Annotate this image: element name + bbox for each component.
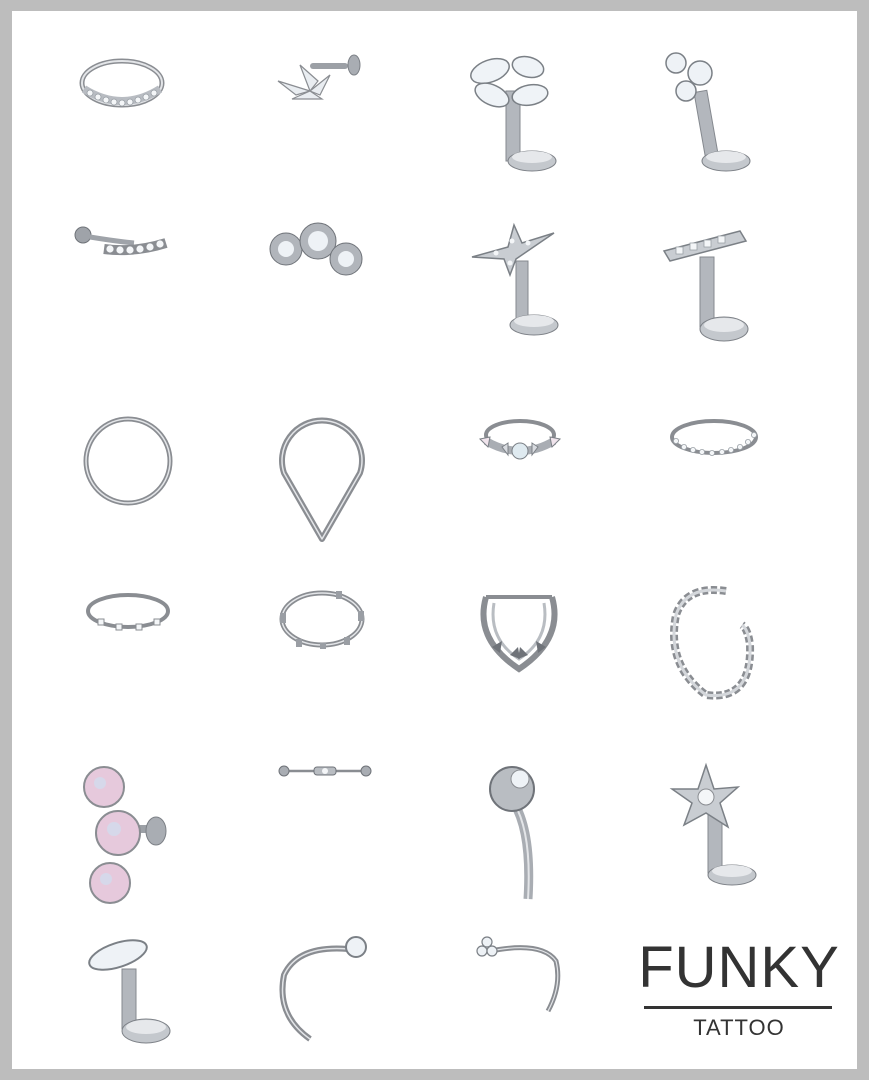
bamboo-ring[interactable] xyxy=(276,585,368,655)
gem-set-clicker[interactable] xyxy=(82,589,174,639)
curved-gem-barbell[interactable] xyxy=(74,223,170,259)
logo-sub-text: TATTOO xyxy=(693,1015,785,1040)
opal-spike-clicker[interactable] xyxy=(474,413,566,473)
marquise-labret[interactable] xyxy=(82,935,174,1047)
trinity-nose-screw[interactable] xyxy=(472,935,568,1015)
star-gem-labret[interactable] xyxy=(666,762,762,893)
belly-gem-barbell[interactable] xyxy=(488,763,568,900)
teardrop-hinged-ring[interactable] xyxy=(276,415,368,545)
eternity-clicker[interactable] xyxy=(666,415,762,463)
logo-divider xyxy=(644,1006,832,1009)
twisted-hinged-ring[interactable] xyxy=(666,585,762,705)
plain-hoop-ring[interactable] xyxy=(82,415,174,507)
opal-triple-stud[interactable] xyxy=(78,755,174,904)
lotus-labret[interactable] xyxy=(270,51,364,103)
marquise-cluster-labret[interactable] xyxy=(462,51,562,181)
lightning-bolt-labret[interactable] xyxy=(466,222,566,343)
pave-clicker-ring[interactable] xyxy=(76,51,168,113)
catalog-panel: FUNKY TATTOO xyxy=(12,11,857,1069)
industrial-barbell[interactable] xyxy=(278,763,372,779)
trinity-gem-labret[interactable] xyxy=(660,51,756,179)
bar-gem-labret[interactable] xyxy=(660,223,756,349)
nose-screw-gem[interactable] xyxy=(276,935,372,1045)
triple-ball-stud[interactable] xyxy=(268,221,364,277)
logo-brand-text: FUNKY xyxy=(638,935,840,1000)
funky-tattoo-logo: FUNKY TATTOO xyxy=(634,933,844,1053)
septum-clicker[interactable] xyxy=(474,589,564,675)
